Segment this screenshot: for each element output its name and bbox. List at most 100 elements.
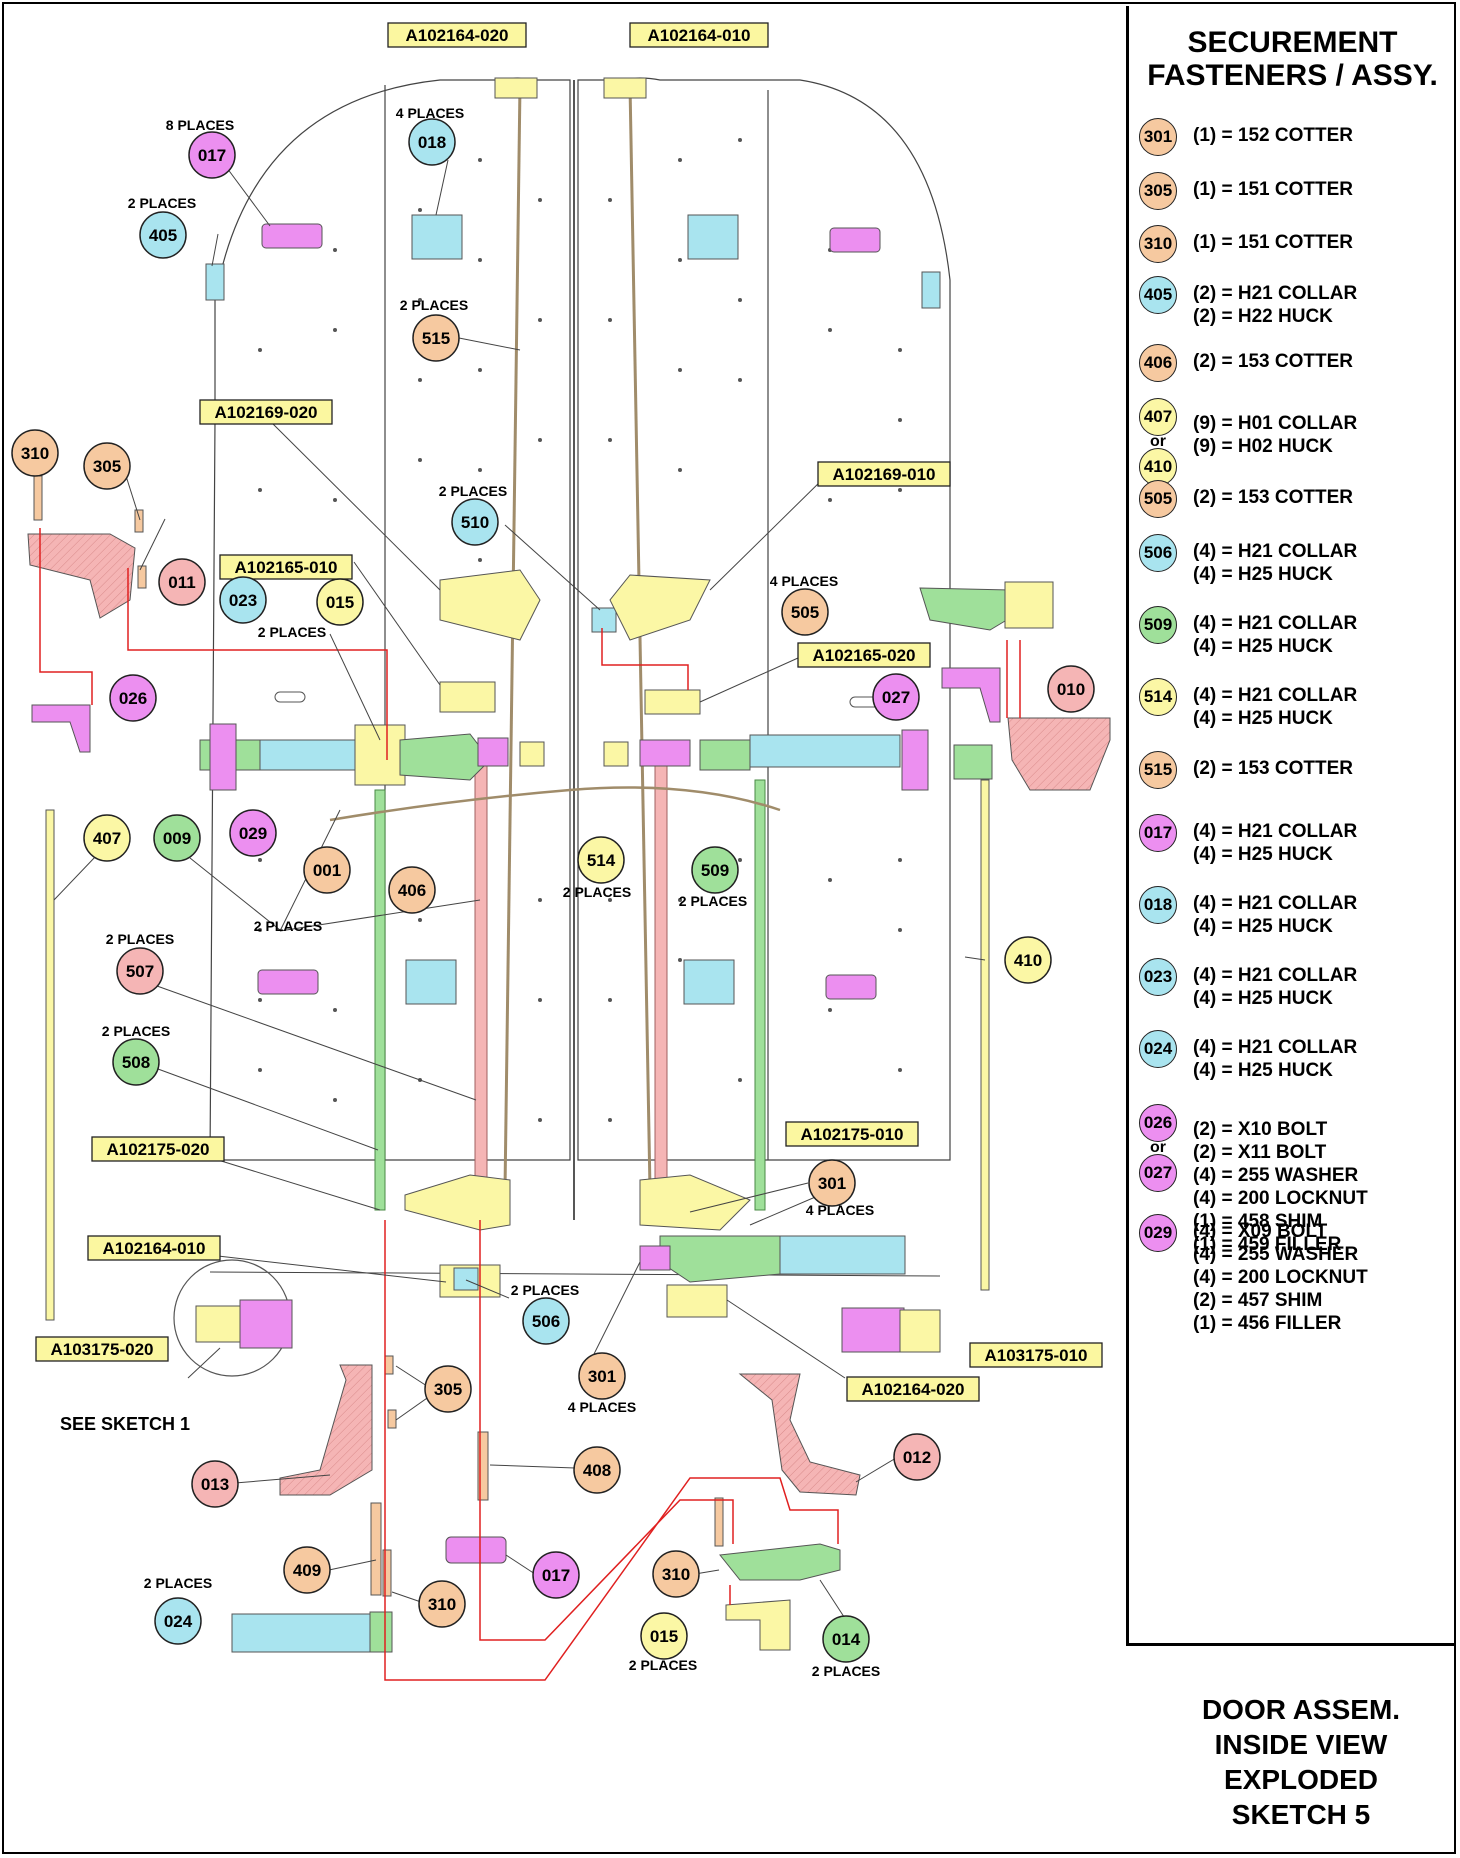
- svg-text:2 PLACES: 2 PLACES: [102, 1023, 170, 1039]
- callout: 027: [872, 673, 920, 721]
- svg-text:2 PLACES: 2 PLACES: [439, 483, 507, 499]
- arm-right-magenta: [901, 729, 929, 791]
- part-011: [27, 533, 136, 619]
- svg-text:2 PLACES: 2 PLACES: [254, 918, 322, 934]
- legend-text: (4) = H21 COLLAR(4) = H25 HUCK: [1193, 958, 1357, 1010]
- svg-text:2 PLACES: 2 PLACES: [400, 297, 468, 313]
- svg-text:8 PLACES: 8 PLACES: [166, 117, 234, 133]
- part-label: A103175-020: [35, 1336, 169, 1362]
- door-panel-outline: [209, 77, 951, 1277]
- arm-right-green: [699, 739, 751, 771]
- legend-callout: 509: [1139, 606, 1177, 644]
- legend-callout: 515: [1139, 751, 1177, 789]
- legend-row: 024 (4) = H21 COLLAR(4) = H25 HUCK: [1137, 1030, 1357, 1082]
- svg-text:4 PLACES: 4 PLACES: [568, 1399, 636, 1415]
- pin-408: [477, 1431, 489, 1501]
- pin-310-left: [33, 475, 43, 521]
- upper-linkages: [439, 569, 711, 715]
- callout: 310: [652, 1550, 700, 1598]
- svg-text:015: 015: [650, 1627, 678, 1646]
- legend-line: (2) = 153 COTTER: [1193, 758, 1353, 779]
- part-green-right-fork: [919, 587, 1011, 631]
- svg-text:509: 509: [701, 861, 729, 880]
- part-510: [591, 607, 617, 633]
- legend-line: (4) = 200 LOCKNUT: [1193, 1188, 1368, 1209]
- svg-text:4 PLACES: 4 PLACES: [806, 1202, 874, 1218]
- pin-305-lower-b: [387, 1409, 397, 1429]
- callout: 001: [303, 846, 351, 894]
- callout: 310: [11, 429, 59, 477]
- legend-row: 514(4) = H21 COLLAR(4) = H25 HUCK: [1137, 678, 1357, 730]
- part-a102165-010: [439, 681, 496, 713]
- legend-line: (4) = H21 COLLAR: [1193, 541, 1358, 562]
- legend-text: (2) = H21 COLLAR(2) = H22 HUCK: [1193, 276, 1357, 328]
- strip-407: [45, 809, 55, 1321]
- part-506: [453, 1267, 479, 1291]
- part-010: [1007, 717, 1111, 791]
- legend-line: (4) = H21 COLLAR: [1193, 965, 1358, 986]
- part-a102164-020-lower: [666, 1284, 728, 1318]
- svg-text:014: 014: [832, 1630, 861, 1649]
- top-bracket-left: [494, 77, 538, 99]
- svg-text:407: 407: [93, 829, 121, 848]
- legend-line: (4) = H25 HUCK: [1193, 844, 1333, 865]
- legend-line: (4) = H25 HUCK: [1193, 564, 1333, 585]
- rod-right-upper: [628, 84, 652, 1191]
- legend-text: (1) = 151 COTTER: [1193, 172, 1353, 201]
- callout: 2 PLACES 405: [128, 195, 196, 259]
- part-017-mid-left: [257, 969, 319, 995]
- legend-line: (4) = H25 HUCK: [1193, 1060, 1333, 1081]
- legend-line: (2) = 457 SHIM: [1193, 1290, 1323, 1311]
- part-017-mid-right: [825, 974, 877, 1000]
- legend-line: (9) = H02 HUCK: [1193, 436, 1333, 457]
- svg-text:001: 001: [313, 861, 341, 880]
- part-014: [719, 1543, 841, 1581]
- door-fittings: [205, 214, 941, 1005]
- callout: 029: [229, 809, 277, 857]
- svg-text:027: 027: [882, 688, 910, 707]
- svg-text:301: 301: [588, 1367, 616, 1386]
- legend-row: 509(4) = H21 COLLAR(4) = H25 HUCK: [1137, 606, 1357, 658]
- arm-024-cyan: [231, 1613, 383, 1653]
- legend-line: (1) = 151 COTTER: [1193, 232, 1353, 253]
- svg-text:301: 301: [818, 1174, 846, 1193]
- svg-text:505: 505: [791, 603, 819, 622]
- callout: 010: [1047, 665, 1095, 713]
- part-label: A102169-020: [199, 399, 333, 425]
- block-left-yellow: [519, 741, 545, 767]
- svg-text:2 PLACES: 2 PLACES: [128, 195, 196, 211]
- legend-callout: 410: [1139, 448, 1177, 486]
- legend-line: (4) = H25 HUCK: [1193, 988, 1333, 1009]
- svg-text:506: 506: [532, 1312, 560, 1331]
- legend-text: (2) = 153 COTTER: [1193, 751, 1353, 780]
- legend-callout: 018: [1139, 886, 1177, 924]
- svg-text:514: 514: [587, 851, 616, 870]
- part-label: A102175-010: [785, 1121, 919, 1147]
- legend-text: (2) = 153 COTTER: [1193, 344, 1353, 373]
- legend-badge: 024: [1137, 1030, 1179, 1068]
- svg-text:009: 009: [163, 829, 191, 848]
- svg-text:405: 405: [149, 226, 177, 245]
- svg-text:A102169-020: A102169-020: [214, 403, 317, 422]
- legend-line: (4) = H21 COLLAR: [1193, 1037, 1358, 1058]
- legend-callout: 305: [1139, 172, 1177, 210]
- part-a103175-010: [841, 1307, 905, 1353]
- legend-badge: 301: [1137, 118, 1179, 156]
- pin-305-left-b: [137, 565, 147, 589]
- legend-line: (4) = H25 HUCK: [1193, 636, 1333, 657]
- legend-callout: 026: [1139, 1104, 1177, 1142]
- arm-lower-right-green: [659, 1235, 781, 1283]
- top-brackets: [494, 77, 647, 99]
- fastener-legend: SECUREMENT FASTENERS / ASSY. 301(1) = 15…: [1126, 6, 1456, 1646]
- legend-or: or: [1150, 1139, 1166, 1156]
- svg-text:310: 310: [21, 444, 49, 463]
- svg-text:018: 018: [418, 133, 446, 152]
- callout: 310: [418, 1580, 466, 1628]
